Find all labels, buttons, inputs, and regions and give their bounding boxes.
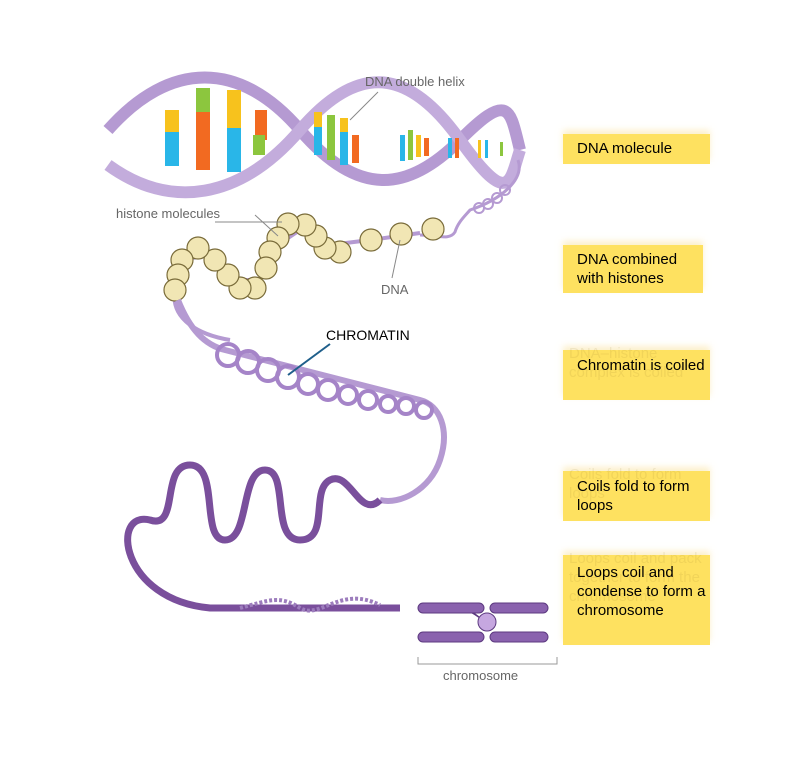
chromosome-bracket xyxy=(417,657,558,665)
label-dna: DNA xyxy=(381,282,409,297)
label-chromosome: chromosome xyxy=(443,668,519,683)
label-chromatin: CHROMATIN xyxy=(326,327,410,343)
base-pairs xyxy=(165,88,503,172)
ghost-text: Coils fold to form loops xyxy=(569,466,682,502)
chromatin-coils xyxy=(215,342,434,420)
label-dna-double-helix: DNA double helix xyxy=(365,74,465,89)
step-text: Loops coil and condense to form a chromo… xyxy=(577,564,706,619)
ghost-text: Loops coil and pack together to form the… xyxy=(569,550,702,605)
step-text: DNA molecule xyxy=(577,140,673,157)
step-box-dna-histones: DNA combined with histones xyxy=(563,245,703,293)
folded-loops xyxy=(124,461,400,612)
dna-coil xyxy=(419,159,521,239)
chromatin-pointer xyxy=(287,343,331,376)
label-histone-molecules: histone molecules xyxy=(116,206,221,221)
step-box-chromatin-coiled: DNA–histone complex is coiled Chromatin … xyxy=(563,345,710,400)
dna-double-helix xyxy=(103,71,526,199)
ghost-text: DNA–histone complex is coiled xyxy=(569,345,684,381)
step-text: Coils fold to form loops xyxy=(577,478,690,514)
step-box-dna-molecule: DNA molecule xyxy=(563,134,710,164)
step-text: DNA combined with histones xyxy=(577,251,678,287)
step-box-coils-loops: Coils fold to form loops Coils fold to f… xyxy=(563,466,710,521)
step-text: Chromatin is coiled xyxy=(577,357,705,374)
histone-nucleosomes xyxy=(163,212,445,302)
chromatin-fiber xyxy=(175,298,447,504)
chromosome-shape xyxy=(417,602,549,643)
step-box-chromosome: Loops coil and pack together to form the… xyxy=(563,550,710,645)
